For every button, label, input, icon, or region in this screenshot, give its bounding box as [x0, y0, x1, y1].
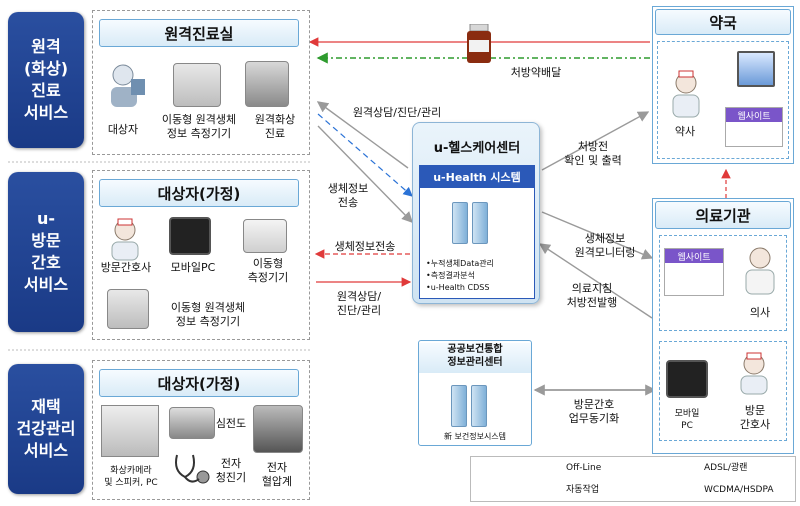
center-features: •누적생체Data관리 •측정결과분석 •u-Health CDSS — [426, 259, 494, 292]
label-mobile-vital-device: 이동형 원격생체 정보 측정기기 — [170, 301, 246, 328]
blood-pressure-monitor-icon — [253, 405, 303, 453]
hospital-doctor-area: 웹사이트 의사 — [659, 235, 787, 331]
label-e-stethoscope: 전자 청진기 — [215, 457, 247, 484]
website-thumbnail: 웹사이트 — [664, 248, 724, 296]
label-delivery: 처방약배달 — [510, 66, 562, 79]
arrow-prescription — [541, 111, 650, 171]
hospital-nurse-area: 모바일 PC 방문 간호사 — [659, 341, 787, 441]
arrow-consult1 — [316, 101, 409, 169]
label-ecg: 심전도 — [215, 417, 247, 430]
pharmacy-box: 약국 약사 웹사이트 — [652, 6, 794, 164]
panel-home-health: 대상자(가정) 화상카메라 및 스피커, PC 심전도 전자 청진기 전자 혈압… — [92, 360, 310, 500]
label-guidance: 의료지침 처방전발행 — [566, 282, 618, 309]
pharmacy-inner — [657, 41, 789, 159]
label-mobile-vital-device: 이동형 원격생체 정보 측정기기 — [161, 113, 237, 140]
ecg-device-icon — [169, 407, 215, 439]
label-video-care: 원격화상 진료 — [254, 113, 296, 140]
arrow-bio-send-grey — [317, 125, 413, 224]
mobile-pc-icon — [169, 217, 211, 255]
label-consult1: 원격상담/진단/관리 — [352, 106, 442, 119]
label-visiting-nurse: 방문간호사 — [100, 261, 152, 274]
label-consult2: 원격상담/ 진단/관리 — [336, 290, 382, 317]
label-doctor: 의사 — [749, 306, 771, 319]
label-prescription: 처방전 확인 및 출력 — [564, 140, 622, 167]
visiting-nurse-icon — [105, 217, 145, 261]
label-video-camera-pc: 화상카메라 및 스피커, PC — [104, 466, 158, 488]
label-patient: 대상자 — [107, 123, 139, 136]
panel-remote-room: 원격진료실 대상자 이동형 원격생체 정보 측정기기 원격화상 진료 — [92, 10, 310, 155]
panel-title: 원격진료실 — [99, 19, 299, 47]
legend-adsl: ADSL/광랜 — [704, 463, 748, 473]
public-health-center: 공공보건통합 정보관리센터 新 보건정보시스템 — [418, 340, 532, 446]
hospital-box: 의료기관 웹사이트 의사 모바일 PC 방문 간호사 — [652, 198, 794, 454]
system-title: u-Health 시스템 — [420, 166, 534, 188]
label-visiting-nurse: 방문 간호사 — [739, 404, 771, 431]
arrow-bio-send-blue — [317, 113, 413, 197]
public-title: 공공보건통합 정보관리센터 — [419, 343, 531, 373]
monitor-icon — [737, 51, 775, 87]
label-e-bp-monitor: 전자 혈압계 — [261, 461, 293, 488]
legend-wcdma: WCDMA/HSDPA — [704, 485, 774, 495]
legend-auto: 자동작업 — [566, 485, 600, 495]
label-pharmacist: 약사 — [674, 125, 696, 138]
service-remote-care: 원격 (화상) 진료 서비스 — [8, 12, 84, 148]
server-icon — [449, 385, 489, 431]
website-thumbnail: 웹사이트 — [725, 107, 783, 147]
hospital-title: 의료기관 — [655, 201, 791, 229]
website-label: 웹사이트 — [726, 108, 782, 122]
label-bio-transfer: 생체정보전송 — [334, 240, 396, 253]
stethoscope-icon — [169, 451, 215, 487]
label-visit-sync: 방문간호 업무동기화 — [568, 398, 620, 425]
legend-offline: Off-Line — [566, 463, 602, 473]
patient-icon — [103, 59, 147, 111]
uhealth-system-box: u-Health 시스템 •누적생체Data관리 •측정결과분석 •u-Heal… — [419, 165, 535, 299]
label-monitoring: 생체정보 원격모니터링 — [574, 232, 636, 259]
mobile-vital-device-icon — [107, 289, 149, 329]
label-bio-send: 생체정보 전송 — [327, 182, 369, 209]
video-care-station-icon — [245, 61, 289, 107]
visiting-nurse-icon — [734, 350, 774, 396]
arrow-guidance — [538, 243, 653, 319]
center-title: u-헬스케어센터 — [433, 141, 521, 156]
label-mobile-pc: 모바일PC — [170, 261, 216, 274]
panel-title: 대상자(가정) — [99, 369, 299, 397]
server-icon — [450, 202, 490, 248]
public-system: 新 보건정보시스템 — [443, 432, 507, 441]
website-label: 웹사이트 — [665, 249, 723, 263]
label-mobile-pc: 모바일 PC — [674, 409, 700, 431]
doctor-icon — [740, 244, 780, 296]
healthcare-center: u-헬스케어센터 u-Health 시스템 •누적생체Data관리 •측정결과분… — [412, 122, 540, 304]
mobile-vital-device-icon — [173, 63, 221, 107]
video-camera-pc-icon — [101, 405, 159, 457]
label-mobile-measure-device: 이동형 측정기기 — [247, 257, 289, 284]
service-home-health: 재택 건강관리 서비스 — [8, 364, 84, 494]
panel-title: 대상자(가정) — [99, 179, 299, 207]
pharmacist-icon — [667, 69, 705, 119]
mobile-measure-device-icon — [243, 219, 287, 253]
service-visit-nursing: u- 방문 간호 서비스 — [8, 172, 84, 332]
arrow-monitoring — [541, 211, 654, 260]
medicine-bottle-icon — [464, 23, 494, 64]
pharmacy-title: 약국 — [655, 9, 791, 35]
legend — [470, 456, 796, 502]
mobile-pc-icon — [666, 360, 708, 398]
panel-home-visit: 대상자(가정) 방문간호사 모바일PC 이동형 측정기기 이동형 원격생체 정보… — [92, 170, 310, 340]
